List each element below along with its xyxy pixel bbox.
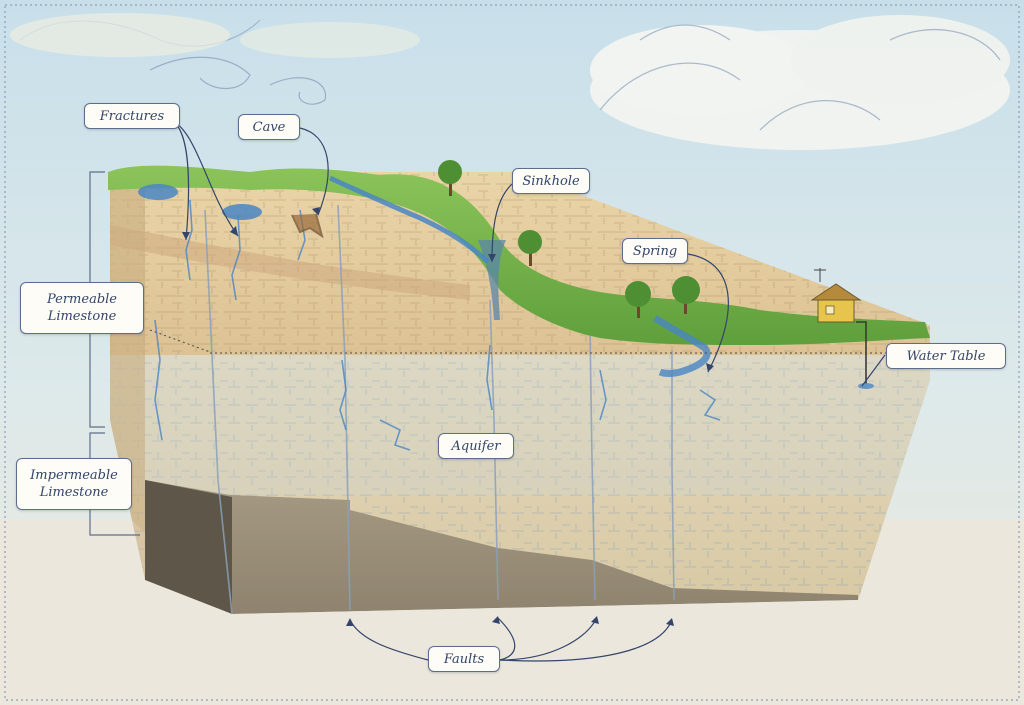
label-permeable-limestone: Permeable Limestone xyxy=(20,282,144,334)
label-cave-text: Cave xyxy=(253,119,286,136)
label-fractures: Fractures xyxy=(84,103,180,129)
label-sinkhole: Sinkhole xyxy=(512,168,590,194)
label-cave: Cave xyxy=(238,114,300,140)
label-faults-text: Faults xyxy=(444,651,484,668)
label-faults: Faults xyxy=(428,646,500,672)
label-aquifer-text: Aquifer xyxy=(452,438,501,455)
label-impermeable-line1: Impermeable xyxy=(30,467,118,484)
label-impermeable-line2: Limestone xyxy=(40,484,109,501)
label-permeable-line2: Limestone xyxy=(48,308,117,325)
label-permeable-line1: Permeable xyxy=(47,291,117,308)
label-impermeable-limestone: Impermeable Limestone xyxy=(16,458,132,510)
label-water-table-text: Water Table xyxy=(907,348,986,365)
label-sinkhole-text: Sinkhole xyxy=(522,173,579,190)
label-spring-text: Spring xyxy=(633,243,677,260)
label-spring: Spring xyxy=(622,238,688,264)
label-fractures-text: Fractures xyxy=(100,108,164,125)
clouds-right xyxy=(590,15,1010,150)
label-aquifer: Aquifer xyxy=(438,433,514,459)
label-water-table: Water Table xyxy=(886,343,1006,369)
